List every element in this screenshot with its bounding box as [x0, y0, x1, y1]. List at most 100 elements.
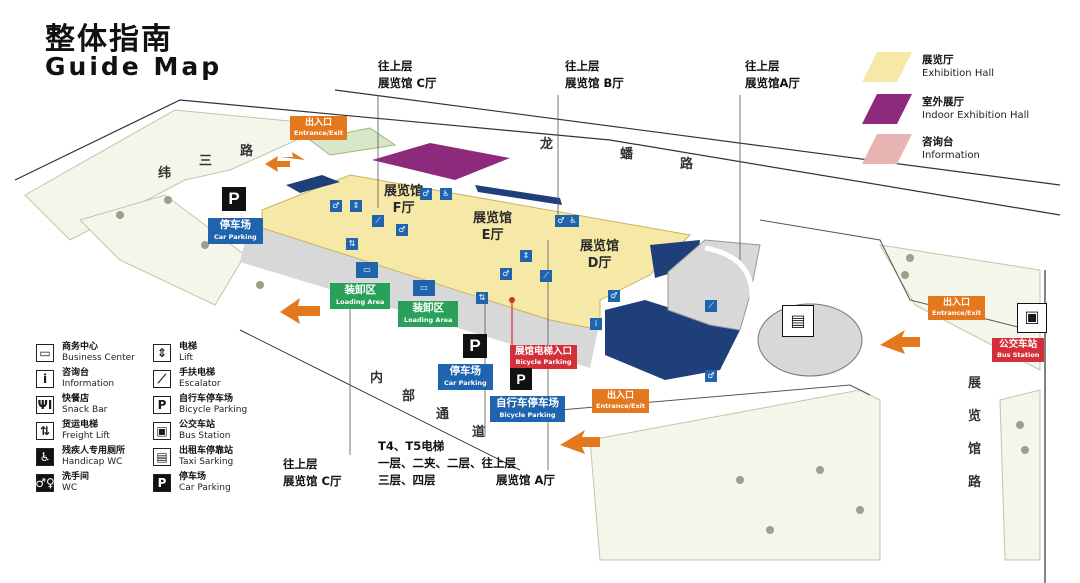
exhibition-hall-area [261, 174, 692, 331]
note-bottom-a: 展览馆 A厅 [496, 473, 555, 487]
information-icon: i [36, 370, 54, 388]
escalator-icon-f: ⟋ [372, 215, 384, 227]
road-edge-north [14, 99, 1061, 216]
note-bottom-c: 往上层 展览馆 C厅 [283, 457, 342, 488]
taxi-icon: ▤ [782, 305, 814, 337]
green-strip-west [79, 194, 246, 306]
freight-lift-icon-e: ⇅ [476, 292, 488, 304]
wc-icon-south: ♂ [705, 370, 717, 382]
freight-lift-icon: ⇅ [36, 422, 54, 440]
grey-curve [704, 245, 755, 331]
road-internal-1: 内 [370, 371, 384, 386]
road-weisan-1: 纬 [158, 166, 172, 181]
car-parking-icon: P [153, 474, 171, 492]
indoor-hall-swatch-icon [862, 94, 912, 124]
entrance-arrow-east [880, 330, 920, 354]
road-edge-longfan [334, 89, 1061, 186]
hall-lift-dot [509, 297, 515, 303]
road-zhanlanguan-3: 馆 [968, 442, 982, 457]
handicap-wc-icon: ♿ [36, 448, 54, 466]
road-internal-4: 道 [472, 425, 486, 440]
escalator-icon-d: ⟋ [705, 300, 717, 312]
blue-block-north2 [475, 185, 562, 205]
road-longfan-2: 蟠 [620, 147, 634, 162]
business-center-icon: ▭ [36, 344, 54, 362]
information-swatch-icon [862, 134, 912, 164]
bus-station-icon: ▣ [153, 422, 171, 440]
wc-icon-e1: ♂ [555, 215, 567, 227]
handicap-icon-f: ♿ [440, 188, 452, 200]
outline-south [559, 384, 871, 411]
road-weisan-3: 路 [240, 144, 254, 159]
legend-indoor-hall: 室外展厅 Indoor Exhibition Hall [862, 94, 1029, 124]
taxi-parking-icon: ▤ [153, 448, 171, 466]
lift-icon: ⇕ [153, 344, 171, 362]
entrance-arrow-south [560, 430, 600, 454]
bicycle-parking-sign-icon: P [510, 368, 532, 390]
snack-bar-icon: ΨΙ [36, 396, 54, 414]
bus-stop-icon: ▣ [1017, 303, 1047, 333]
lawn-green [308, 127, 397, 156]
escalator-icon-e: ⟋ [540, 270, 552, 282]
road-internal-2: 部 [402, 389, 416, 404]
entrance-arrow-west [280, 298, 320, 324]
green-strip-south [589, 389, 881, 561]
blue-block-east [650, 240, 700, 278]
information-icon-d: i [590, 318, 602, 330]
wc-icon-f3: ♂ [396, 224, 408, 236]
freight-lift-icon-f: ⇅ [346, 238, 358, 250]
wc-icon-d: ♂ [608, 290, 620, 302]
road-edge-internal [239, 329, 521, 471]
trees [116, 196, 1029, 534]
exhibition-hall-swatch-icon [862, 52, 912, 82]
road-longfan-3: 路 [680, 157, 694, 172]
truck-icon-2: ▭ [413, 280, 435, 296]
note-bottom-lift: T4、T5电梯 一层、二夹、二层、往上层 三层、四层 [378, 439, 516, 487]
entrance-arrow-northwest [265, 152, 305, 172]
indoor-exhibition-hall [372, 143, 510, 180]
green-strip-southeast [999, 389, 1041, 561]
note-top-c: 往上层 展览馆 C厅 [378, 59, 437, 90]
truck-icon: ▭ [356, 262, 378, 278]
lift-icon-f1: ⇕ [350, 200, 362, 212]
title-en: Guide Map [45, 52, 223, 81]
road-longfan-1: 龙 [540, 137, 554, 152]
note-top-a: 往上层 展览馆A厅 [745, 59, 800, 90]
legend-exhibition-hall: 展览厅 Exhibition Hall [862, 52, 994, 82]
car-parking-sign-south-icon: P [463, 334, 487, 358]
wc-icon-f2: ♂ [420, 188, 432, 200]
legend-information: 咨询台 Information [862, 134, 980, 164]
wc-icon-e2: ♂ [500, 268, 512, 280]
blue-block-north [286, 175, 340, 193]
road-zhanlanguan-4: 路 [968, 475, 982, 490]
title-cn: 整体指南 [45, 22, 173, 57]
wc-icon-f1: ♂ [330, 200, 342, 212]
road-zhanlanguan-1: 展 [968, 376, 982, 391]
road-zhanlanguan-2: 览 [968, 409, 982, 424]
wc-icon: ♂♀ [35, 474, 55, 492]
